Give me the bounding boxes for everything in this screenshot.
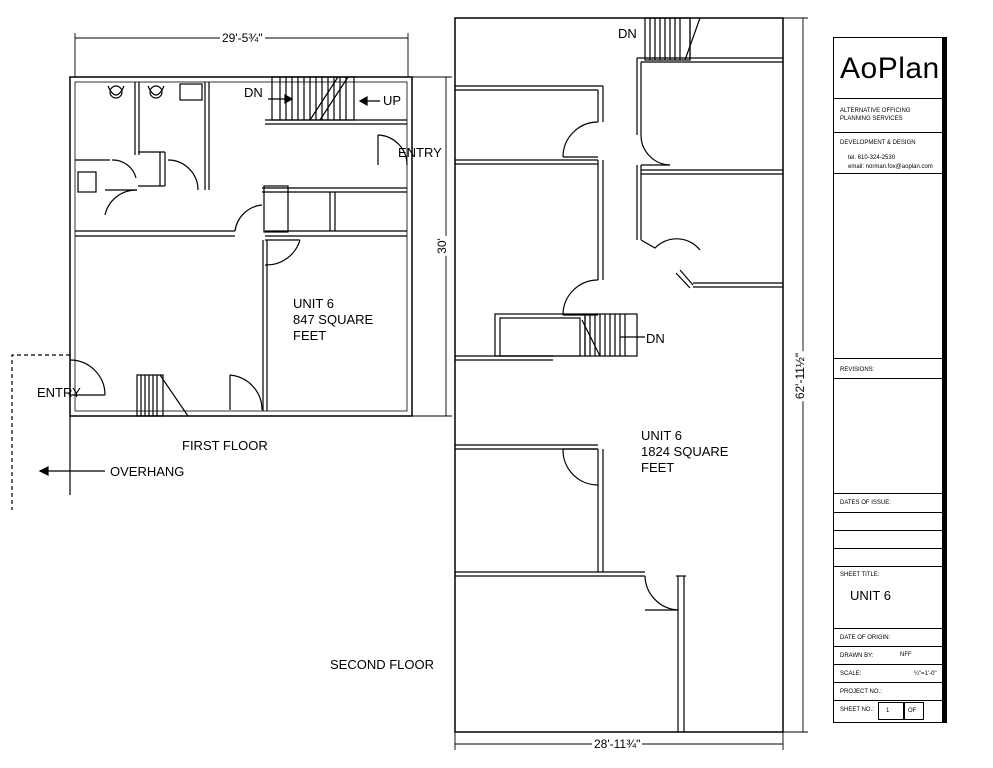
- company-phone: tel. 610-324-2530: [848, 155, 896, 161]
- sheet-number-caption: SHEET NO.:: [840, 707, 874, 713]
- first-floor-unit-label: UNIT 6: [293, 296, 334, 311]
- first-floor-depth-dimension: 30': [434, 236, 449, 256]
- first-floor-area-line-2: FEET: [293, 328, 327, 343]
- sheet-title-value: UNIT 6: [850, 588, 891, 603]
- first-floor-stair-up-label: UP: [383, 93, 402, 108]
- first-floor-stair-down-label: DN: [244, 85, 263, 100]
- first-floor-width-dimension: 29'-5¾": [220, 31, 265, 45]
- sheet-of-label: OF: [908, 708, 917, 714]
- revisions-caption: REVISIONS:: [840, 367, 875, 373]
- second-floor-area-line-1: 1824 SQUARE: [641, 444, 729, 459]
- second-floor-stair-down-mid-label: DN: [646, 331, 665, 346]
- first-floor-title: FIRST FLOOR: [182, 438, 268, 453]
- drawn-by-caption: DRAWN BY:: [840, 653, 874, 659]
- sheet-title-caption: SHEET TITLE:: [840, 572, 880, 578]
- second-floor-unit-area-label: UNIT 6 1824 SQUARE FEET: [641, 428, 728, 476]
- scale-caption: SCALE:: [840, 671, 862, 677]
- second-floor-dimension-lines: [454, 17, 808, 750]
- second-floor-area-line-2: FEET: [641, 460, 675, 475]
- project-number-caption: PROJECT NO.:: [840, 689, 882, 695]
- aoplan-logo: AoPlan: [840, 52, 940, 85]
- drawn-by-value: NFF: [900, 652, 912, 658]
- second-floor-width-dimension: 28'-11¾": [592, 737, 643, 751]
- first-floor-unit-area-label: UNIT 6 847 SQUARE FEET: [293, 296, 373, 344]
- company-name-line-1: ALTERNATIVE OFFICING: [840, 108, 911, 114]
- second-floor-stair-down-top-label: DN: [618, 26, 637, 41]
- scale-value: ¼"=1'-0": [914, 671, 937, 677]
- second-floor-title: SECOND FLOOR: [330, 657, 435, 672]
- first-floor-entry-top-label: ENTRY: [398, 145, 442, 160]
- company-email: email: norman.fox@aoplan.com: [848, 164, 933, 170]
- first-floor-walls: [11, 76, 413, 510]
- overhang-label: OVERHANG: [110, 464, 185, 479]
- company-tagline: DEVELOPMENT & DESIGN: [840, 140, 916, 146]
- second-floor-walls: [454, 17, 784, 733]
- first-floor-entry-left-label: ENTRY: [37, 385, 81, 400]
- first-floor-area-line-1: 847 SQUARE: [293, 312, 374, 327]
- sheet-of-box: [904, 702, 924, 720]
- sheet-number-value: 1: [886, 708, 890, 714]
- sheet-number-box: [878, 702, 904, 720]
- second-floor-depth-dimension: 62'-11½": [793, 350, 808, 402]
- date-of-origin-caption: DATE OF ORIGIN:: [840, 635, 891, 641]
- dates-of-issue-caption: DATES OF ISSUE:: [840, 500, 891, 506]
- company-name-line-2: PLANNING SERVICES: [840, 116, 903, 122]
- second-floor-unit-label: UNIT 6: [641, 428, 682, 443]
- title-block: AoPlan ALTERNATIVE OFFICING PLANNING SER…: [833, 37, 947, 723]
